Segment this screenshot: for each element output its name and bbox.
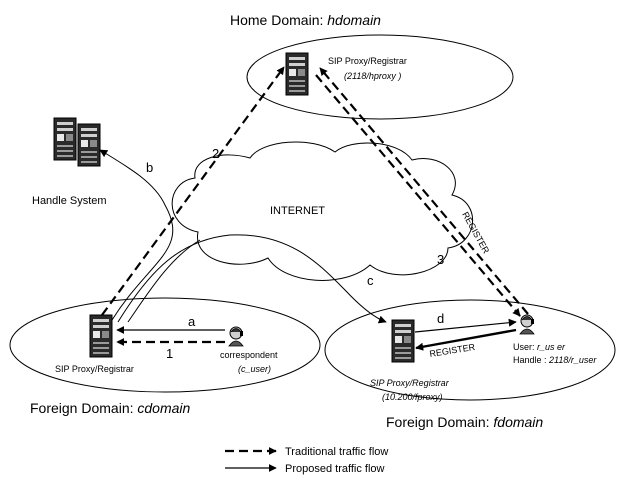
f-proxy-server-icon bbox=[391, 319, 415, 363]
flow-label-b: b bbox=[146, 160, 153, 175]
fdomain-ellipse bbox=[324, 299, 616, 401]
flow-label-a: a bbox=[188, 314, 196, 329]
correspondent-id: (c_user) bbox=[238, 364, 271, 374]
home-domain-ellipse bbox=[246, 34, 514, 120]
flow-register-diag-line bbox=[319, 67, 529, 315]
flow-label-1: 1 bbox=[166, 346, 173, 361]
c-proxy-label: SIP Proxy/Registrar bbox=[55, 364, 134, 374]
flow-b-line bbox=[99, 149, 174, 321]
internet-cloud bbox=[171, 141, 474, 281]
user-label: User: r_us er bbox=[513, 342, 566, 352]
home-domain-title: Home Domain: hdomain bbox=[230, 12, 381, 28]
user-handle: Handle : 2118/r_user bbox=[513, 355, 597, 365]
fdomain-title: Foreign Domain: fdomain bbox=[386, 414, 543, 430]
handle-system-label: Handle System bbox=[32, 195, 107, 207]
flow-label-2: 2 bbox=[212, 146, 219, 161]
legend-traditional-label: Traditional traffic flow bbox=[285, 446, 388, 458]
correspondent-label: correspondent bbox=[220, 350, 278, 360]
flow-label-d: d bbox=[437, 311, 444, 326]
f-proxy-handle: (10.200/fproxy) bbox=[382, 392, 443, 402]
home-proxy-server-icon bbox=[285, 52, 309, 96]
flow-label-3: 3 bbox=[437, 252, 444, 267]
flow-2-line bbox=[101, 66, 285, 316]
internet-label: INTERNET bbox=[270, 205, 325, 217]
c-proxy-server-icon bbox=[89, 314, 113, 358]
home-proxy-handle: (2118/hproxy ) bbox=[344, 71, 401, 81]
home-proxy-label: SIP Proxy/Registrar bbox=[328, 56, 407, 66]
legend-proposed-label: Proposed traffic flow bbox=[285, 463, 385, 475]
flow-d-line bbox=[414, 318, 517, 333]
flow-c-line bbox=[117, 234, 387, 324]
flow-register-horiz-line bbox=[415, 328, 517, 351]
cdomain-ellipse bbox=[9, 297, 321, 393]
flow-3-line bbox=[315, 74, 521, 317]
cdomain-title: Foreign Domain: cdomain bbox=[30, 400, 191, 416]
handle-system-server-icon-2 bbox=[77, 123, 101, 167]
correspondent-person-icon bbox=[228, 326, 244, 347]
handle-system-server-icon bbox=[53, 117, 77, 161]
flow-c-branch-line bbox=[127, 239, 201, 323]
f-proxy-label: SIP Proxy/Registrar bbox=[370, 378, 450, 388]
user-person-icon bbox=[519, 314, 535, 335]
flow-label-c: c bbox=[367, 273, 374, 288]
